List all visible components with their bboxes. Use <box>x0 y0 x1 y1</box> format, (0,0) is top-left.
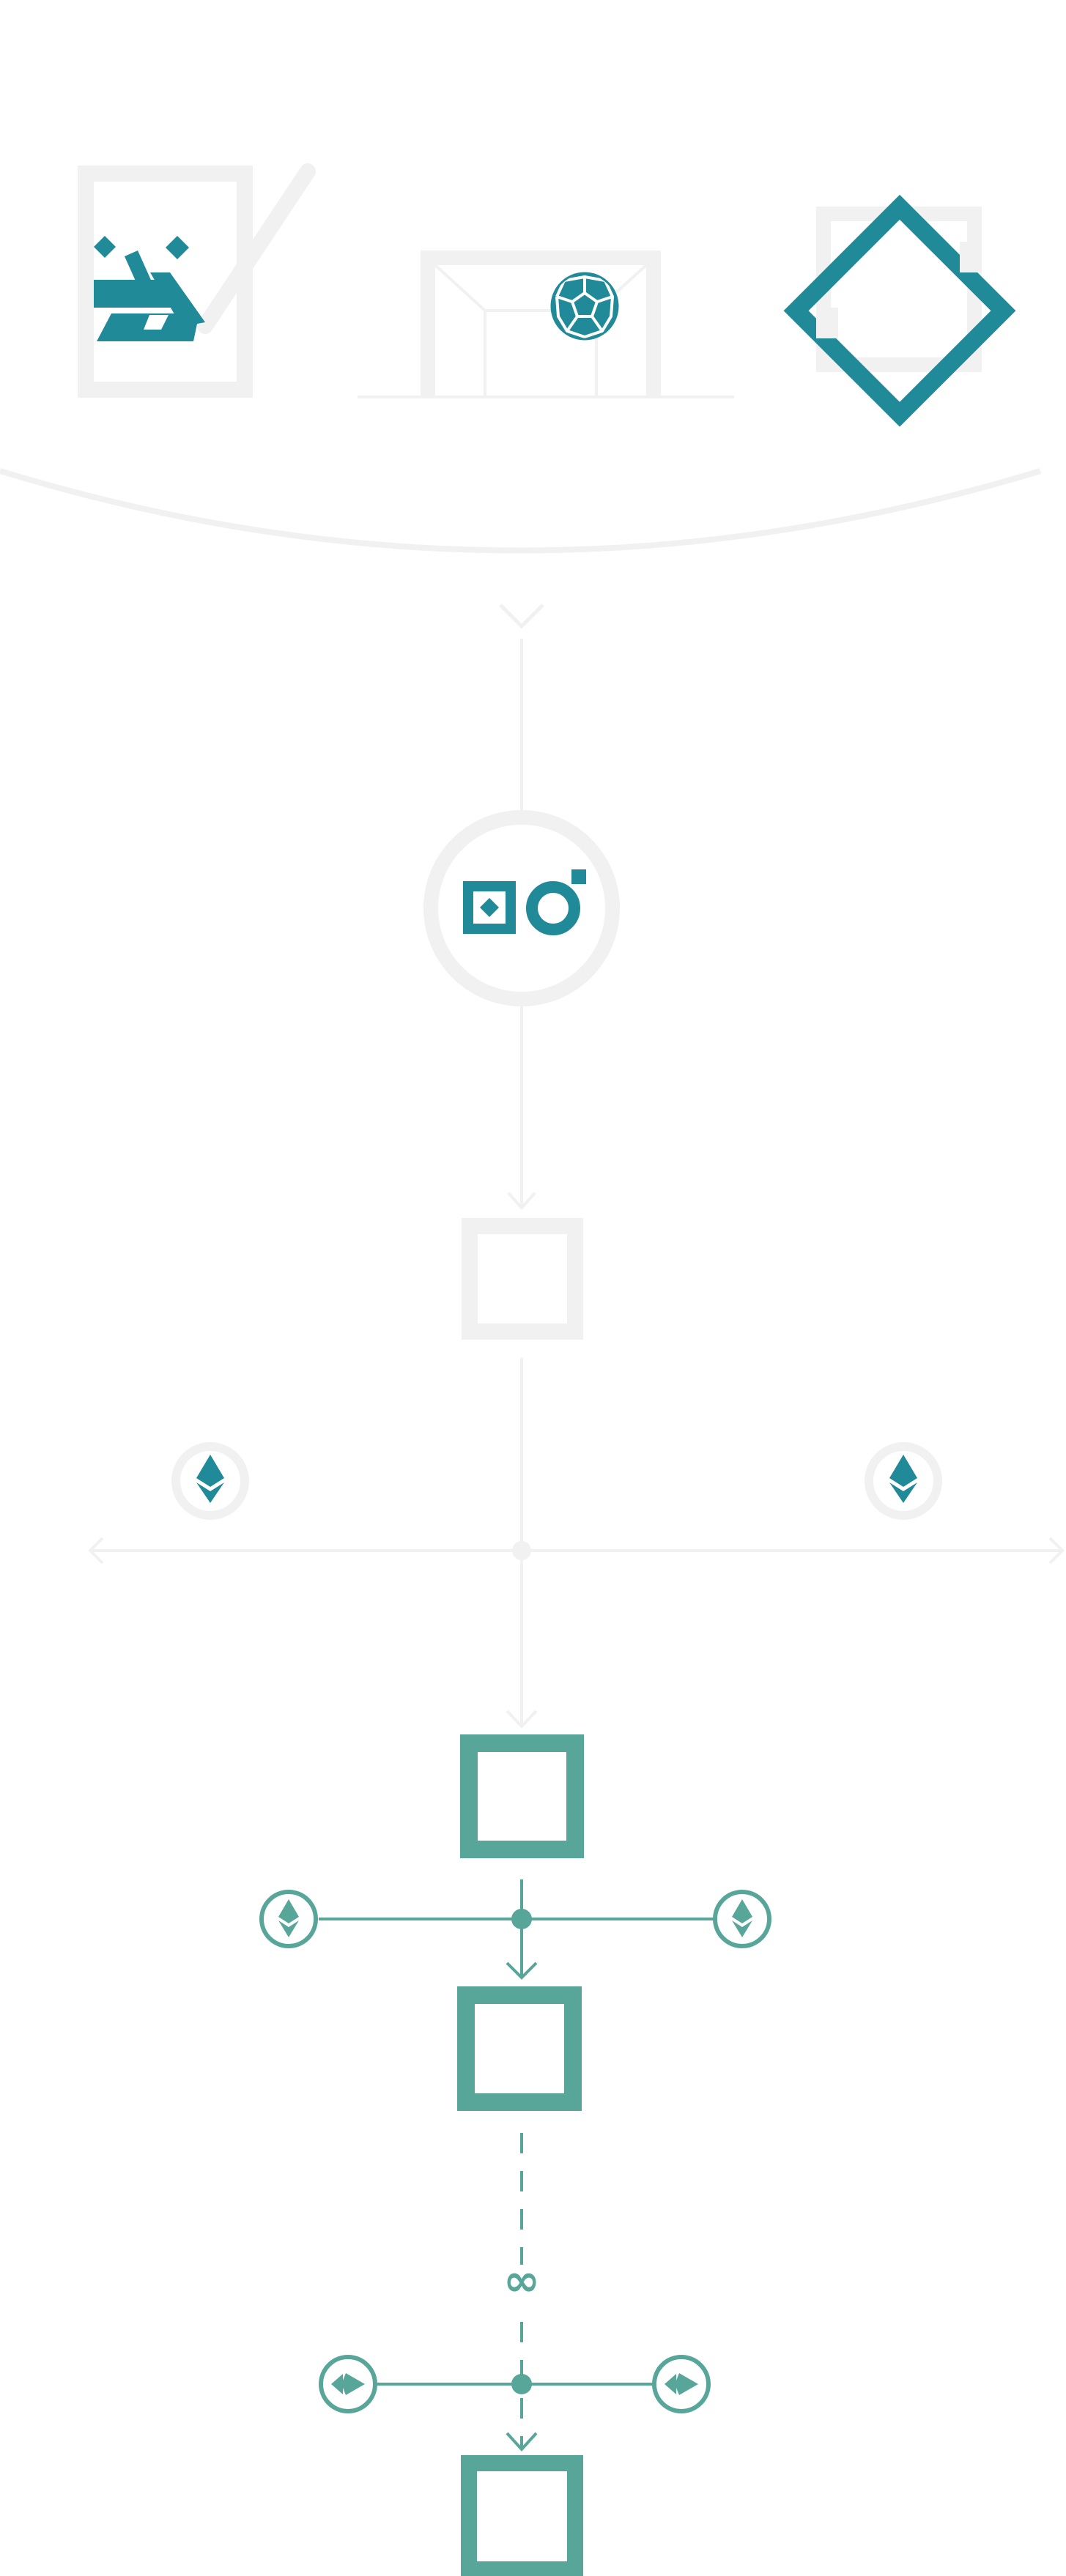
ethereum-badge-left-green <box>259 1890 318 1948</box>
infinity-symbol: ∞ <box>503 2255 540 2306</box>
calligraphy-glyph <box>94 236 205 341</box>
token-badge-right-green <box>652 2355 711 2413</box>
diamond-token-icon <box>665 2373 698 2395</box>
arrow-head-icon <box>506 2432 538 2451</box>
hub-node <box>423 810 620 1006</box>
flow-node-green <box>460 1734 584 1858</box>
ethereum-icon <box>732 1899 752 1937</box>
calligraphy-canvas-icon <box>78 163 316 398</box>
flow-node-green <box>461 2455 583 2576</box>
soccer-goal-icon <box>358 250 734 398</box>
arrow-head-icon <box>506 1710 538 1729</box>
ethereum-badge-right-green <box>713 1890 771 1948</box>
rotated-square-frame-icon <box>783 194 1016 427</box>
branch-junction <box>511 2374 532 2394</box>
ethereum-icon <box>196 1455 224 1503</box>
ethereum-badge-right <box>865 1442 942 1520</box>
chevron-down-icon <box>499 604 544 629</box>
ethereum-icon <box>278 1899 299 1937</box>
branch-junction <box>511 1909 532 1929</box>
flow-node-green <box>457 1986 582 2111</box>
token-badge-left-green <box>319 2355 377 2413</box>
arrow-head-icon <box>506 1961 538 1980</box>
branch-junction <box>512 1541 531 1560</box>
ethereum-badge-left <box>171 1442 249 1520</box>
arrow-head-icon <box>507 1192 536 1210</box>
camera-logo-icon <box>463 869 586 935</box>
diamond-token-icon <box>331 2373 365 2395</box>
flow-node-light <box>462 1218 583 1340</box>
divider-arc <box>0 468 1042 554</box>
arrow-right-icon <box>1048 1537 1065 1564</box>
arrow-left-icon <box>88 1537 104 1564</box>
soccer-ball-icon <box>550 272 619 341</box>
ethereum-icon <box>889 1455 917 1503</box>
